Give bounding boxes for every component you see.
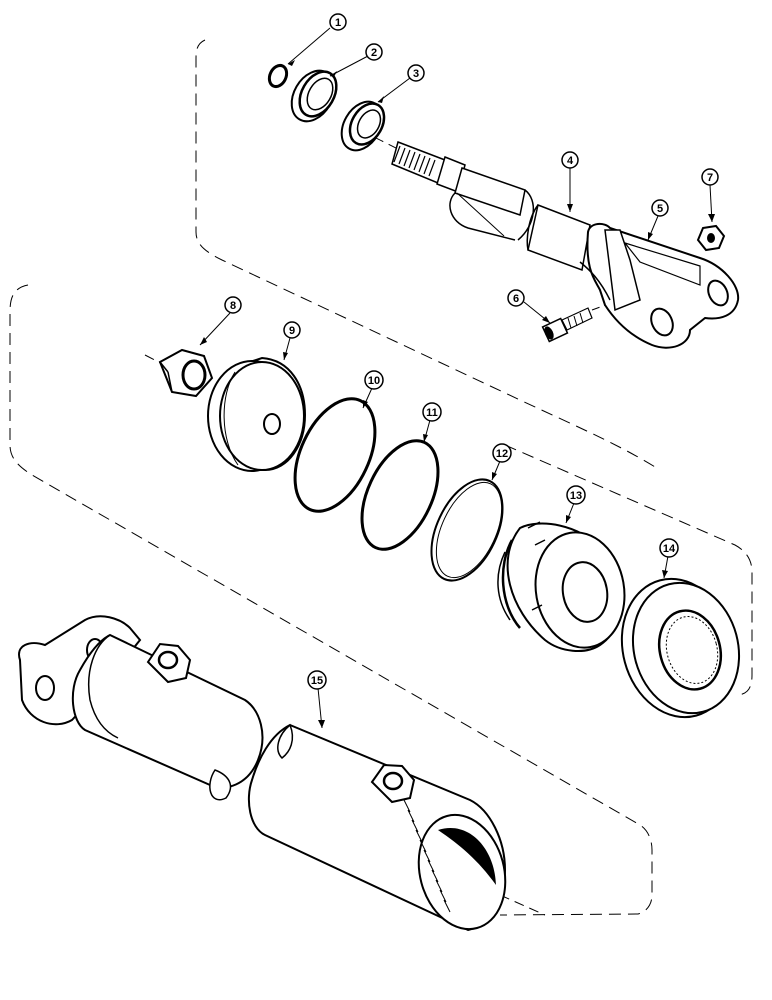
callout-4: 4	[561, 151, 579, 212]
callout-label-3: 3	[413, 68, 419, 80]
part-4-piston-rod	[391, 141, 591, 272]
callout-15: 15	[307, 670, 327, 729]
callout-10: 10	[362, 370, 384, 409]
callout-label-7: 7	[707, 172, 713, 184]
part-1-o-ring	[267, 63, 289, 89]
callout-label-1: 1	[335, 17, 341, 29]
part-7-lock-nut	[696, 224, 726, 252]
callout-label-11: 11	[426, 407, 438, 419]
part-3-rod-seal	[340, 100, 386, 152]
callout-label-5: 5	[657, 203, 663, 215]
callout-label-9: 9	[289, 325, 295, 337]
callout-7: 7	[701, 168, 719, 223]
callout-3: 3	[377, 64, 425, 103]
callout-label-2: 2	[371, 47, 377, 59]
part-13-gland	[497, 521, 626, 652]
callout-label-8: 8	[230, 300, 236, 312]
callout-5: 5	[647, 199, 669, 241]
callout-label-10: 10	[368, 375, 380, 387]
part-6-cap-screw	[541, 307, 593, 343]
part-10-o-ring	[293, 397, 377, 513]
dashed-group-outline-right	[504, 444, 753, 696]
part-11-backup-ring	[360, 439, 440, 551]
part-9-piston	[207, 356, 307, 472]
part-12-wear-ring	[430, 478, 504, 582]
part-8-piston-nut	[158, 348, 214, 398]
part-2-wiper-seal	[290, 69, 338, 123]
assembly-axis-line-barrel	[499, 894, 546, 916]
dashed-group-outline-bottom	[9, 284, 653, 916]
callout-label-6: 6	[513, 293, 519, 305]
part-5-rod-clevis	[579, 222, 740, 349]
callout-label-12: 12	[496, 448, 508, 460]
callout-label-4: 4	[567, 155, 574, 167]
callout-label-14: 14	[663, 543, 676, 555]
callout-9: 9	[283, 321, 301, 361]
callout-8: 8	[199, 296, 242, 346]
callout-label-15: 15	[311, 675, 323, 687]
callout-2: 2	[329, 43, 383, 77]
callout-1: 1	[287, 13, 347, 66]
callout-label-13: 13	[570, 490, 582, 502]
callout-13: 13	[565, 485, 586, 524]
callout-6: 6	[507, 289, 551, 324]
callout-11: 11	[422, 402, 442, 443]
callout-12: 12	[491, 443, 512, 481]
dashed-group-outline-top	[195, 39, 661, 471]
callout-14: 14	[659, 538, 679, 579]
part-14-gland-nut	[620, 577, 741, 719]
part-15-cylinder-barrel	[18, 615, 507, 932]
